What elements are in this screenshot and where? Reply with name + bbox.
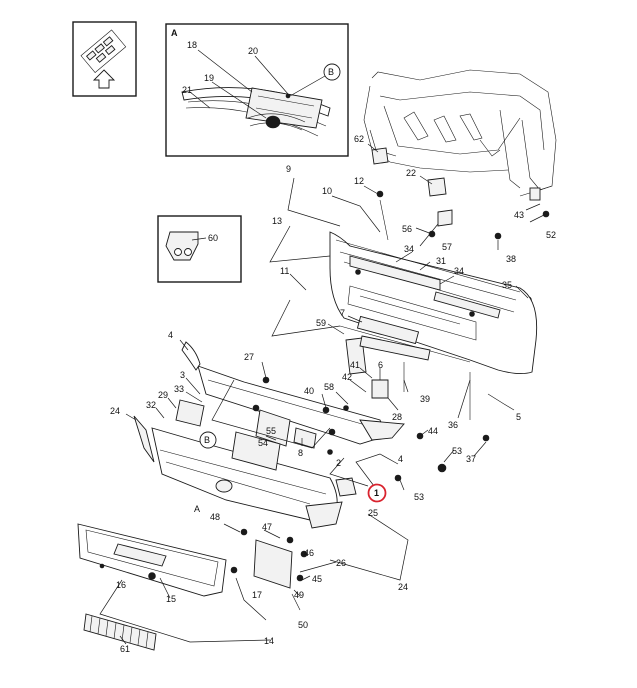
callout-42[interactable]: 42	[342, 372, 352, 382]
callout-13[interactable]: 13	[272, 216, 282, 226]
inset-view-label: A	[171, 28, 178, 38]
callout-36[interactable]: 36	[448, 420, 458, 430]
callout-53[interactable]: 53	[452, 446, 462, 456]
callout-47[interactable]: 47	[262, 522, 272, 532]
view-ref-a: A	[194, 504, 200, 514]
grille-frame	[77, 523, 227, 597]
callout-11[interactable]: 11	[280, 266, 289, 276]
callout-61[interactable]: 61	[120, 644, 130, 654]
callout-2[interactable]: 2	[336, 458, 341, 468]
callout-24[interactable]: 24	[110, 406, 120, 416]
callout-6[interactable]: 6	[378, 360, 383, 370]
callout-25[interactable]: 25	[368, 508, 378, 518]
callout-48[interactable]: 48	[210, 512, 220, 522]
callout-46[interactable]: 46	[304, 548, 314, 558]
callout-22[interactable]: 22	[406, 168, 416, 178]
upper-fascia	[329, 231, 538, 375]
callout-29[interactable]: 29	[158, 390, 168, 400]
vehicle-body-outline	[363, 69, 557, 201]
callout-49[interactable]: 49	[294, 590, 304, 600]
inset-ref-label: B	[328, 67, 334, 77]
callout-43[interactable]: 43	[514, 210, 524, 220]
callout-52[interactable]: 52	[546, 230, 556, 240]
callout-59[interactable]: 59	[316, 318, 326, 328]
callout-4[interactable]: 4	[168, 330, 173, 340]
callout-34[interactable]: 34	[404, 244, 414, 254]
callout-31[interactable]: 31	[436, 256, 446, 266]
leader-lines	[99, 143, 547, 645]
inset-view-a[interactable]: A B 18 20 19 21	[165, 23, 349, 157]
callout-54[interactable]: 54	[258, 438, 268, 448]
orientation-icon[interactable]	[72, 21, 137, 97]
callout-4-b[interactable]: 4	[398, 454, 403, 464]
callout-18[interactable]: 18	[187, 40, 197, 50]
callout-12[interactable]: 12	[354, 176, 364, 186]
callout-26[interactable]: 26	[336, 558, 346, 568]
callout-35[interactable]: 35	[502, 280, 512, 290]
callout-21[interactable]: 21	[182, 85, 192, 95]
callout-9[interactable]: 9	[286, 164, 291, 174]
callout-7[interactable]: 7	[340, 308, 345, 318]
grille-mesh	[83, 613, 157, 651]
callout-5[interactable]: 5	[516, 412, 521, 422]
callout-37[interactable]: 37	[466, 454, 476, 464]
lower-bumper-cover: B A	[133, 341, 405, 529]
callout-15[interactable]: 15	[166, 594, 176, 604]
callout-1-highlighted[interactable]: 1	[374, 488, 379, 498]
callout-19[interactable]: 19	[204, 73, 214, 83]
callout-17[interactable]: 17	[252, 590, 262, 600]
callout-34-b[interactable]: 34	[454, 266, 464, 276]
callout-60[interactable]: 60	[208, 233, 218, 243]
callout-20[interactable]: 20	[248, 46, 258, 56]
clip-parts-upper	[371, 147, 550, 304]
callout-33[interactable]: 33	[174, 384, 184, 394]
callout-10[interactable]: 10	[322, 186, 332, 196]
callout-8[interactable]: 8	[298, 448, 303, 458]
callout-58[interactable]: 58	[324, 382, 334, 392]
callout-27[interactable]: 27	[244, 352, 254, 362]
callout-32[interactable]: 32	[146, 400, 156, 410]
bumper-reinforcement	[197, 365, 387, 449]
callout-55[interactable]: 55	[266, 426, 276, 436]
highlight-ring	[367, 483, 387, 503]
callout-38[interactable]: 38	[506, 254, 516, 264]
callout-53-b[interactable]: 53	[414, 492, 424, 502]
callout-3[interactable]: 3	[180, 370, 185, 380]
callout-50[interactable]: 50	[298, 620, 308, 630]
callout-62[interactable]: 62	[354, 134, 364, 144]
view-ref-b: B	[204, 435, 210, 445]
callout-14[interactable]: 14	[264, 636, 274, 646]
callout-28[interactable]: 28	[392, 412, 402, 422]
callouts: 62 12 22 9 10 56 57 43 52 38 13 34 31 34…	[110, 134, 556, 654]
callout-39[interactable]: 39	[420, 394, 430, 404]
callout-16[interactable]: 16	[116, 580, 126, 590]
callout-57[interactable]: 57	[442, 242, 452, 252]
callout-40[interactable]: 40	[304, 386, 314, 396]
callout-41[interactable]: 41	[350, 360, 360, 370]
bracket-inset[interactable]: 60	[157, 215, 242, 283]
callout-44[interactable]: 44	[428, 426, 438, 436]
callout-24-b[interactable]: 24	[398, 582, 408, 592]
callout-56[interactable]: 56	[402, 224, 412, 234]
callout-45[interactable]: 45	[312, 574, 322, 584]
